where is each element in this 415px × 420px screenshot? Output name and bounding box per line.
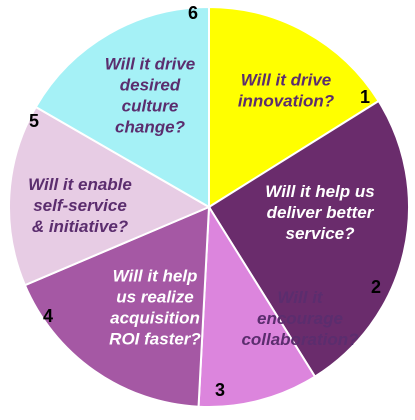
question-line: encourage	[257, 309, 343, 328]
segment-3-number: 3	[215, 380, 225, 400]
segment-2-number: 2	[371, 277, 381, 297]
question-line: culture	[122, 97, 179, 116]
segment-2-question: Will it help us deliver better service?	[265, 182, 374, 243]
segment-3	[197, 203, 317, 409]
segment-5-number: 5	[29, 111, 39, 131]
segment-1	[208, 5, 380, 209]
question-line: service?	[286, 224, 356, 243]
question-line: us realize	[116, 288, 194, 307]
question-line: Will it help us	[265, 182, 374, 201]
segment-6	[34, 5, 210, 209]
question-line: self-service	[33, 196, 127, 215]
question-line: collaboration?	[241, 330, 359, 349]
question-line: change?	[115, 118, 186, 137]
segment-3-question: Will it encourage collaboration?	[241, 288, 359, 349]
question-line: innovation?	[238, 92, 335, 111]
segment-5	[7, 105, 212, 287]
question-line: Will it	[277, 288, 324, 307]
question-line: & initiative?	[32, 217, 129, 236]
question-line: desired	[120, 76, 181, 95]
question-line: Will it enable	[28, 175, 132, 194]
segment-1-question: Will it drive innovation?	[238, 71, 335, 111]
segment-1-number: 1	[360, 87, 370, 107]
question-line: deliver better	[267, 203, 375, 222]
question-line: acquisition	[110, 309, 200, 328]
question-line: Will it drive	[105, 55, 196, 74]
segment-6-question: Will it drive desired culture change?	[105, 55, 196, 137]
segment-6-number: 6	[188, 3, 198, 23]
question-line: Will it drive	[241, 71, 332, 90]
question-line: Will it help	[113, 267, 198, 286]
segment-5-question: Will it enable self-service & initiative?	[28, 175, 132, 236]
segment-4	[23, 205, 211, 408]
segment-4-number: 4	[43, 306, 53, 326]
question-line: ROI faster?	[109, 330, 201, 349]
segment-2	[207, 99, 410, 378]
